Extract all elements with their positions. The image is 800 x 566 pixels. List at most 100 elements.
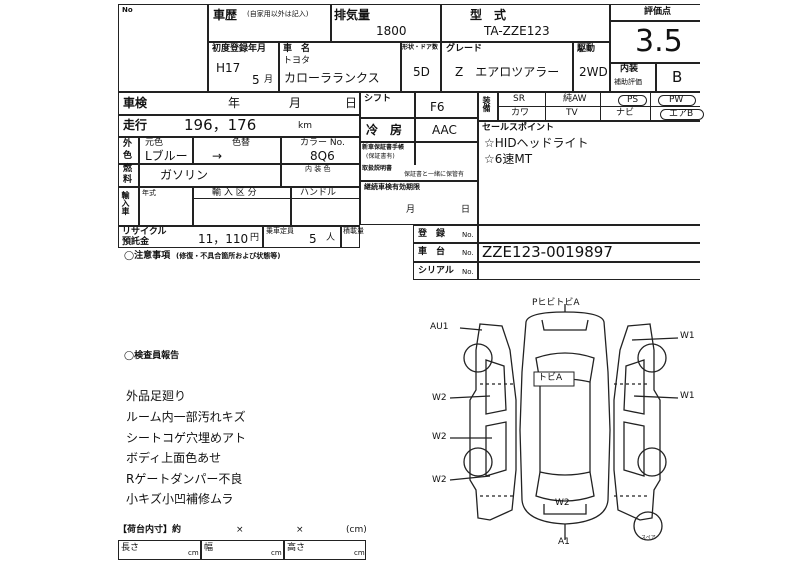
rekishi-label: 車歴	[213, 8, 238, 22]
mileage-unit: km	[298, 121, 312, 131]
equipment-block	[478, 92, 700, 225]
diagram-w2-left-2: W2	[432, 432, 447, 442]
interior-label: 内装	[620, 64, 639, 74]
diagram-roof: トビA	[538, 373, 563, 383]
equip-tv: TV	[566, 108, 578, 118]
sales-label: セールスポイント	[482, 123, 555, 133]
orig-color-label: 元色	[145, 138, 164, 148]
recycle-label2: 預託金	[122, 237, 150, 247]
registration-block	[413, 225, 700, 280]
import-cols: 輸 入 区 分	[212, 188, 257, 198]
luggage-width-cm: cm	[271, 549, 282, 557]
inspector-item-2: ルーム内一部汚れキズ	[126, 410, 246, 424]
first-reg-year: H17	[216, 61, 241, 75]
luggage-width-label: 幅	[204, 543, 214, 553]
ac-value: AAC	[432, 123, 457, 137]
diagram-spare: スペア	[641, 535, 656, 541]
car-diagram	[449, 304, 679, 541]
doors-value: 5D	[413, 65, 430, 79]
grade-label: グレード	[446, 44, 483, 54]
color-arrow: →	[212, 149, 223, 163]
luggage-title: 【荷台内寸】約	[118, 525, 182, 535]
cert-label: 継続車検有効期限	[364, 183, 420, 191]
capacity-value: 5	[309, 232, 317, 246]
grade-value: Z エアロツアラー	[455, 65, 560, 79]
diagram-w1-right-mid: W1	[680, 391, 695, 401]
chassis-value: ZZE123-0019897	[482, 243, 613, 261]
spec-block	[118, 92, 360, 248]
no-box	[118, 4, 208, 92]
luggage-x1: ×	[236, 525, 244, 535]
inspector-item-5: Rゲートダンパー不良	[126, 472, 243, 486]
mileage-value: 196，176	[184, 116, 257, 134]
shaken-year-label: 年	[228, 96, 241, 110]
score-value: 3.5	[635, 24, 683, 59]
notice-sub: (修復・不具合箇所および状態等)	[176, 252, 281, 260]
chassis-label: 車 台	[418, 247, 446, 257]
color-code-label: カラー No.	[300, 138, 345, 148]
car-name-label: 車 名	[283, 44, 311, 54]
car-name: カローラランクス	[284, 71, 380, 85]
maker: トヨタ	[283, 56, 311, 66]
luggage-unit: (cm)	[346, 525, 367, 535]
load-label: 積載量	[343, 227, 364, 235]
model-label: 型 式	[470, 8, 507, 22]
reg-no: No.	[462, 231, 474, 239]
shaken-day-label: 日	[345, 96, 358, 110]
equip-aw: 純AW	[563, 94, 587, 104]
diagram-bottom: A1	[558, 537, 570, 547]
equip-navi: ナビ	[616, 108, 635, 118]
equip-sr: SR	[513, 94, 525, 104]
diagram-rear: W2	[555, 498, 570, 508]
drive-label: 駆動	[577, 44, 596, 54]
score-label: 評価点	[644, 7, 672, 17]
serial-no: No.	[462, 268, 474, 276]
rekishi-note: (自家用以外は記入)	[247, 10, 309, 18]
warranty-sub: (保証書有)	[366, 153, 395, 160]
fuel-value: ガソリン	[160, 168, 209, 182]
diagram-top: PヒビトビA	[532, 298, 580, 308]
color-label-b: 色	[123, 151, 133, 161]
capacity-unit: 人	[326, 233, 336, 243]
shaken-label: 車検	[123, 96, 148, 110]
notice-label: ◯注意事項	[124, 251, 171, 261]
inspector-item-1: 外品足廻り	[126, 389, 187, 403]
doors-label: 形状・ドア数	[402, 44, 439, 51]
equipment-label: 装備	[482, 96, 491, 112]
displacement-value: 1800	[376, 24, 407, 38]
mid-block	[360, 92, 478, 225]
inspector-item-6: 小キズ小凹補修ムラ	[126, 492, 234, 506]
cert-month: 月	[406, 205, 416, 215]
import-label: 輸入車	[121, 191, 130, 215]
interior-value: B	[672, 68, 683, 86]
luggage-length-cm: cm	[188, 549, 199, 557]
equip-airbag: エアB	[660, 109, 705, 120]
first-reg-month-suffix: 月	[264, 75, 274, 85]
first-reg-label: 初度登録年月	[212, 44, 267, 54]
drive-value: 2WD	[579, 65, 608, 79]
equip-ps: PS	[618, 95, 648, 106]
mileage-label: 走行	[123, 118, 148, 132]
luggage-height-label: 高さ	[287, 543, 306, 553]
inspector-title: ◯検査員報告	[124, 351, 180, 361]
shift-value: F6	[430, 100, 445, 114]
sales-point-2: ☆6速MT	[484, 152, 533, 166]
import-year-label: 年式	[142, 189, 156, 197]
luggage-box	[118, 540, 366, 560]
recycle-unit: 円	[250, 233, 260, 243]
model-value: TA-ZZE123	[484, 24, 550, 38]
luggage-height-cm: cm	[354, 549, 365, 557]
diagram-w1-right-top: W1	[680, 331, 695, 341]
warranty-label: 新車保証書手帳	[362, 144, 405, 151]
shaken-month-label: 月	[289, 96, 302, 110]
diagram-au1: AU1	[430, 322, 449, 332]
fuel-label-b: 料	[123, 175, 133, 185]
diagram-w2-left-1: W2	[432, 393, 447, 403]
sales-point-1: ☆HIDヘッドライト	[484, 136, 589, 150]
no-label: No	[122, 6, 133, 14]
handle-label: ハンドル	[300, 188, 337, 198]
color-code-value: 8Q6	[310, 149, 335, 163]
shift-label: シフト	[364, 94, 392, 104]
header-row2	[208, 42, 610, 92]
reg-label: 登 録	[418, 229, 446, 239]
